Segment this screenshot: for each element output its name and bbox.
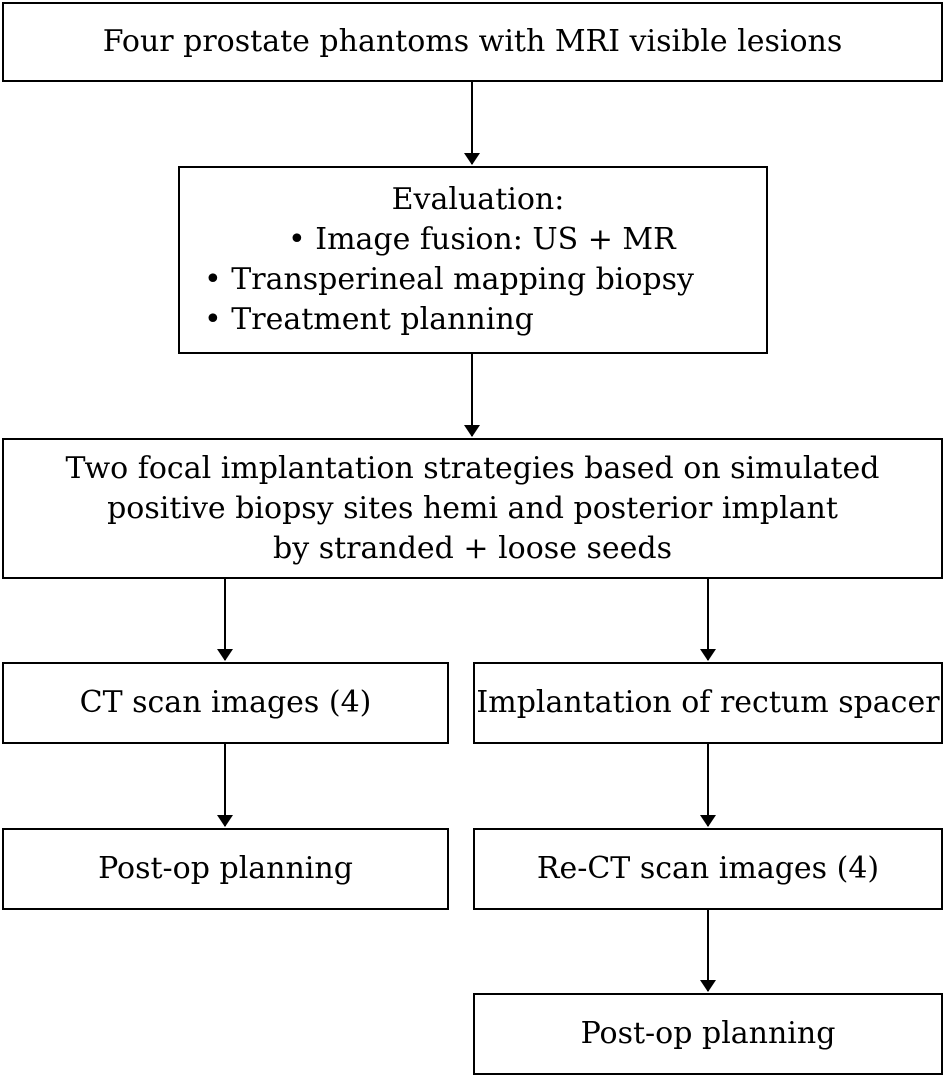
node-implantation-strategies: Two focal implantation strategies based … bbox=[2, 438, 943, 579]
node-left-post-op-planning: Post-op planning bbox=[2, 828, 449, 910]
strategies-line-1: Two focal implantation strategies based … bbox=[65, 450, 880, 486]
evaluation-title: Evaluation: bbox=[391, 182, 565, 217]
node-ct-scan-images: CT scan images (4) bbox=[2, 662, 449, 744]
node-text: Re-CT scan images (4) bbox=[536, 851, 880, 886]
node-text: CT scan images (4) bbox=[79, 685, 372, 720]
node-rectum-spacer: Implantation of rectum spacer bbox=[473, 662, 943, 744]
evaluation-item-planning: • Treatment planning bbox=[204, 302, 534, 337]
node-text: Four prostate phantoms with MRI visible … bbox=[102, 24, 843, 59]
node-text: Implantation of rectum spacer bbox=[476, 685, 940, 720]
evaluation-item-fusion: • Image fusion: US + MR bbox=[288, 222, 676, 257]
node-evaluation: Evaluation: • Image fusion: US + MR • Tr… bbox=[178, 166, 768, 354]
node-right-post-op-planning: Post-op planning bbox=[473, 993, 943, 1075]
node-re-ct-scan-images: Re-CT scan images (4) bbox=[473, 828, 943, 910]
evaluation-item-biopsy: • Transperineal mapping biopsy bbox=[204, 262, 694, 297]
evaluation-list: • Image fusion: US + MR • Transperineal … bbox=[180, 220, 694, 340]
node-text: Post-op planning bbox=[580, 1016, 836, 1051]
node-four-prostate-phantoms: Four prostate phantoms with MRI visible … bbox=[2, 2, 943, 82]
node-text: Post-op planning bbox=[98, 851, 353, 886]
strategies-line-3: by stranded + loose seeds bbox=[273, 530, 672, 566]
strategies-line-2: positive biopsy sites hemi and posterior… bbox=[107, 490, 838, 526]
